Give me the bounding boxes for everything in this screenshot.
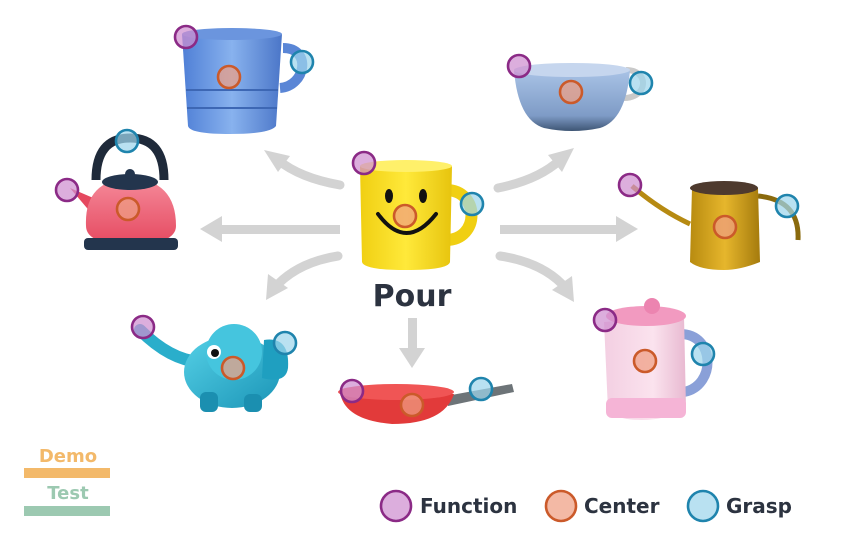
kettle-grasp-point: [114, 128, 140, 154]
smiley-mug-function-point: [351, 150, 377, 176]
legend-function-marker: [379, 489, 413, 523]
kettle-function-point: [54, 177, 80, 203]
kettle-center-point: [115, 196, 141, 222]
electric-kettle-center-point: [632, 348, 658, 374]
arrow-to-teacup: [493, 148, 574, 193]
teacup: [506, 53, 654, 131]
frying-pan: [338, 376, 514, 424]
action-label: Pour: [373, 279, 452, 314]
gooseneck-function-point: [617, 172, 643, 198]
elephant-function-point: [130, 314, 156, 340]
teacup-center-point: [558, 79, 584, 105]
kettle: [54, 128, 178, 250]
elephant-grasp-point: [272, 330, 298, 356]
test-bar: [24, 506, 110, 516]
arrow-to-gooseneck: [500, 216, 638, 242]
legend-grasp-label: Grasp: [726, 494, 792, 518]
electric-kettle-grasp-point: [690, 341, 716, 367]
keypoint-legend: Function Center Grasp: [379, 489, 792, 523]
pan-function-point: [339, 378, 365, 404]
gooseneck-kettle: [617, 172, 801, 270]
demo-bar: [24, 468, 110, 478]
elephant-watering-can: [130, 314, 298, 412]
arrow-to-pan: [399, 318, 425, 368]
smiley-mug-center-point: [392, 203, 418, 229]
pan-grasp-point: [468, 376, 494, 402]
demo-label: Demo: [39, 446, 97, 467]
arrow-to-elephant: [266, 251, 343, 300]
legend-grasp-marker: [686, 489, 720, 523]
pan-center-point: [399, 392, 425, 418]
teacup-grasp-point: [628, 70, 654, 96]
legend-center-label: Center: [584, 494, 660, 518]
blue-mug-center-point: [216, 64, 242, 90]
teacup-function-point: [506, 53, 532, 79]
gooseneck-grasp-point: [774, 193, 800, 219]
blue-mug: [173, 24, 315, 134]
smiley-mouth: [376, 212, 438, 235]
legend-function-label: Function: [420, 494, 517, 518]
arrow-to-electric-kettle: [495, 251, 574, 302]
electric-kettle-function-point: [592, 307, 618, 333]
arrows: [200, 148, 638, 368]
blue-mug-function-point: [173, 24, 199, 50]
smiley-mug-grasp-point: [459, 191, 485, 217]
arrow-to-kettle: [200, 216, 340, 242]
smiley-left-eye: [385, 189, 393, 203]
legend-center-marker: [544, 489, 578, 523]
smiley-mug: [351, 150, 485, 270]
blue-mug-grasp-point: [289, 49, 315, 75]
split-legend: Demo Test: [24, 446, 110, 516]
elephant-center-point: [220, 355, 246, 381]
test-label: Test: [47, 483, 89, 504]
smiley-right-eye: [419, 189, 427, 203]
arrow-to-blue-mug: [264, 150, 345, 190]
gooseneck-center-point: [712, 214, 738, 240]
electric-kettle: [592, 298, 716, 420]
